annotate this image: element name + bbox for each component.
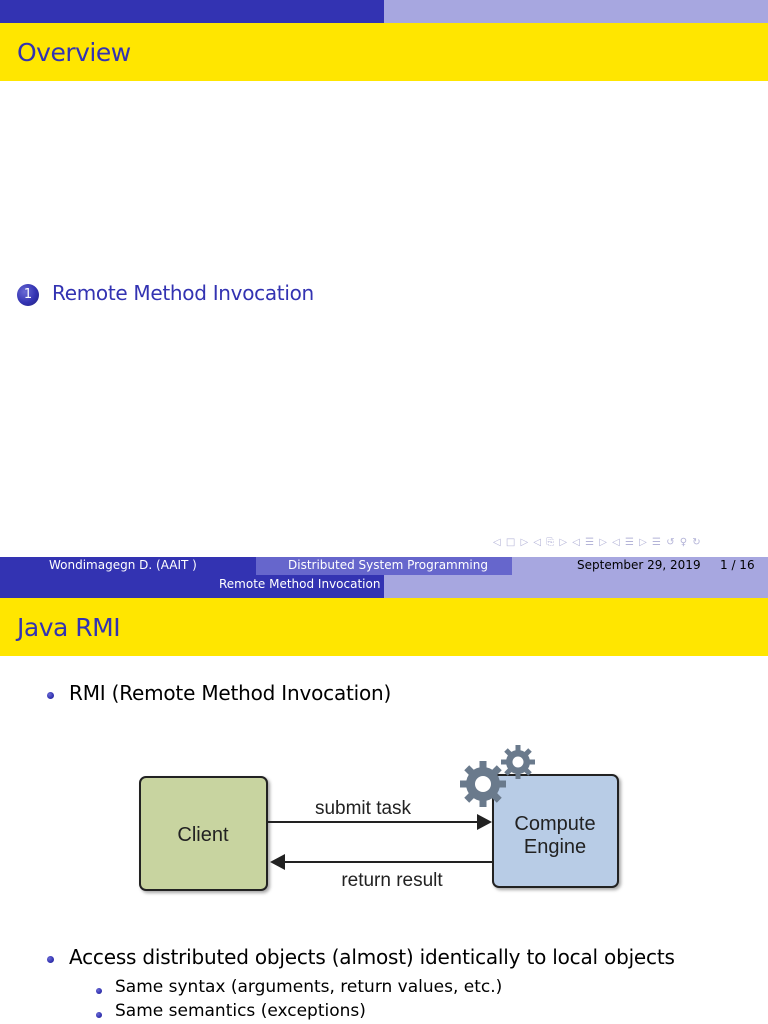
footer-author-block — [0, 557, 256, 575]
footer-author: Wondimagegn D. (AAIT ) — [49, 558, 197, 572]
sub-bullet-icon — [96, 988, 102, 994]
footer-page-number: 1 / 16 — [720, 558, 755, 572]
navigation-symbols[interactable]: ◁ □ ▷ ◁ ⎘ ▷ ◁ ☰ ▷ ◁ ☰ ▷ ☰ ↺ ♀ ↻ — [493, 537, 702, 548]
sub-bullet-item: Same semantics (exceptions) — [115, 1001, 366, 1021]
bullet-item: Access distributed objects (almost) iden… — [69, 945, 675, 969]
return-result-label: return result — [341, 870, 443, 891]
footer-date: September 29, 2019 — [577, 558, 701, 572]
header-bar-right — [384, 0, 768, 23]
client-label: Client — [177, 824, 229, 846]
sub-bullet-item: Same syntax (arguments, return values, e… — [115, 977, 503, 997]
bullet-item: RMI (Remote Method Invocation) — [69, 681, 392, 705]
bullet-icon — [47, 956, 54, 963]
sub-bullet-icon — [96, 1012, 102, 1018]
return-arrowhead-icon — [270, 854, 285, 870]
rmi-diagram: Client Compute Engine submit task return… — [139, 745, 619, 891]
frame-title: Java RMI — [17, 613, 121, 642]
toc-item-remote-method-invocation[interactable]: Remote Method Invocation — [52, 281, 314, 305]
header-bar-right — [384, 575, 768, 598]
gear-icon — [460, 761, 506, 807]
header-section-name[interactable]: Remote Method Invocation — [219, 577, 381, 591]
frame-title-bar: Overview — [0, 23, 768, 81]
footer-short-title: Distributed System Programming — [288, 558, 488, 572]
frame-title: Overview — [17, 38, 131, 67]
client-box — [139, 776, 268, 891]
footer-date-block — [512, 557, 768, 575]
header-bar-left — [0, 575, 384, 598]
submit-task-label: submit task — [315, 798, 412, 819]
compute-engine-box — [492, 774, 619, 888]
frame-title-bar: Java RMI — [0, 598, 768, 656]
toc-number-badge: 1 — [17, 284, 39, 306]
submit-arrowhead-icon — [477, 814, 492, 830]
footer-title-block — [256, 557, 512, 575]
bullet-icon — [47, 692, 54, 699]
compute-engine-label-line2: Engine — [524, 836, 586, 858]
header-bar-left — [0, 0, 384, 23]
compute-engine-label-line1: Compute — [514, 813, 595, 835]
gear-icon — [501, 745, 535, 779]
